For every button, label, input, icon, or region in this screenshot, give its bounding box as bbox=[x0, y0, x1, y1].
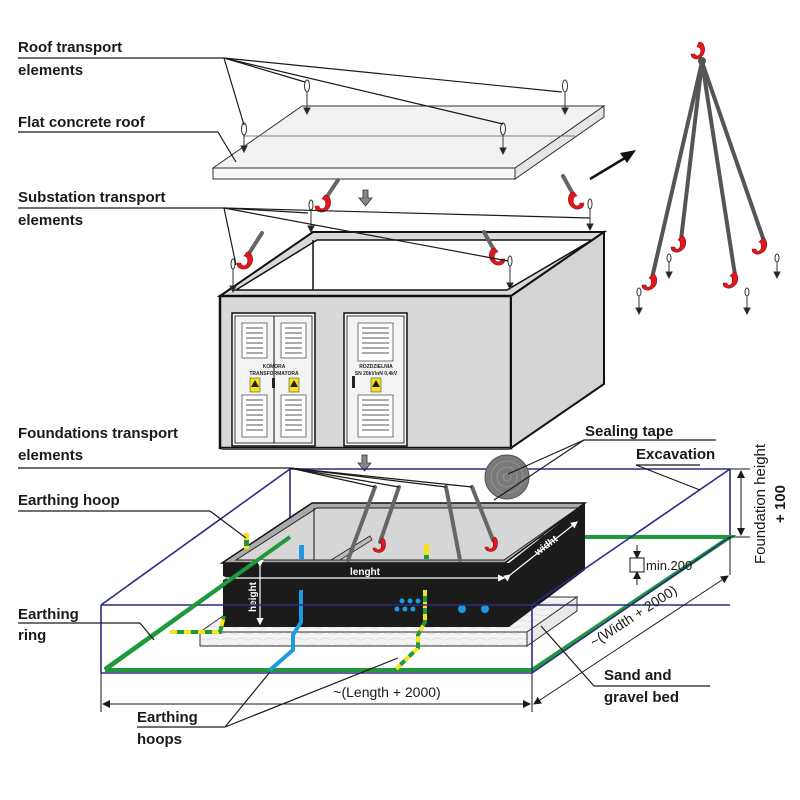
length-dim-label: lenght bbox=[350, 567, 381, 578]
earthing-ring-front bbox=[103, 535, 292, 671]
earthing-hoops-label: Earthing bbox=[137, 709, 198, 726]
leader-lines bbox=[18, 57, 716, 728]
sealing-tape-label: Sealing tape bbox=[585, 423, 673, 440]
total-length-label: ~(Length + 2000) bbox=[333, 684, 440, 700]
foundation-height-plus: + 100 bbox=[772, 485, 789, 523]
labels: Roof transport elements Flat concrete ro… bbox=[18, 39, 715, 748]
down-arrow-icon bbox=[357, 189, 373, 472]
flat-concrete-roof bbox=[211, 105, 606, 180]
warning-sign-icon bbox=[249, 377, 300, 393]
earthing-hoop-label: Earthing hoop bbox=[18, 492, 120, 509]
foundation-lifting-slings bbox=[346, 485, 498, 562]
lifting-sling bbox=[635, 41, 781, 316]
foundation-height-dim bbox=[730, 468, 750, 538]
roof-lifting-eyes bbox=[240, 79, 569, 156]
transformer-sign-line2: TRANSFORMATORA bbox=[249, 371, 299, 377]
foundations-transport-label: Foundations transport bbox=[18, 425, 178, 442]
direction-arrow-icon bbox=[589, 150, 636, 181]
earthing-ring-label: Earthing bbox=[18, 606, 79, 623]
substation-housing: KOMORA TRANSFORMATORA ROZDZIELNIA SN 20k bbox=[216, 230, 608, 450]
height-dim-label: height bbox=[248, 581, 259, 612]
excavation-label: Excavation bbox=[636, 446, 715, 463]
earthing-hoops-label-2: hoops bbox=[137, 731, 182, 748]
sand-gravel-label-2: gravel bed bbox=[604, 689, 679, 706]
roof-transport-label: Roof transport bbox=[18, 39, 122, 56]
total-width-label: ~(Width + 2000) bbox=[587, 582, 680, 650]
transformer-sign-line1: KOMORA bbox=[263, 364, 286, 370]
foundations-transport-label-2: elements bbox=[18, 447, 83, 464]
switchgear-sign-line2: SN 20kV/nN 0,4kV bbox=[355, 371, 398, 377]
foundation-height-label: Foundation height bbox=[752, 443, 769, 564]
roof-transport-label-2: elements bbox=[18, 62, 83, 79]
foundation-dimensions bbox=[220, 521, 578, 626]
substation-transport-label-2: elements bbox=[18, 212, 83, 229]
sand-gravel-label: Sand and bbox=[604, 667, 672, 684]
transformer-chamber-door: KOMORA TRANSFORMATORA bbox=[231, 312, 316, 447]
excavation-outline-front bbox=[100, 468, 731, 674]
total-width-dim bbox=[533, 537, 731, 705]
min-bed-marker bbox=[629, 545, 645, 585]
switchgear-door: ROZDZIELNIA SN 20kV/nN 0,4kV bbox=[343, 312, 408, 447]
substation-transport-label: Substation transport bbox=[18, 189, 166, 206]
flat-roof-label: Flat concrete roof bbox=[18, 114, 146, 131]
min-bed-dim: min.200 bbox=[646, 558, 692, 573]
sealing-tape-roll bbox=[484, 454, 530, 500]
earthing-hoops bbox=[170, 533, 489, 672]
earthing-ring-label-2: ring bbox=[18, 627, 46, 644]
switchgear-sign-line1: ROZDZIELNIA bbox=[359, 364, 393, 370]
total-length-dim bbox=[100, 673, 533, 712]
